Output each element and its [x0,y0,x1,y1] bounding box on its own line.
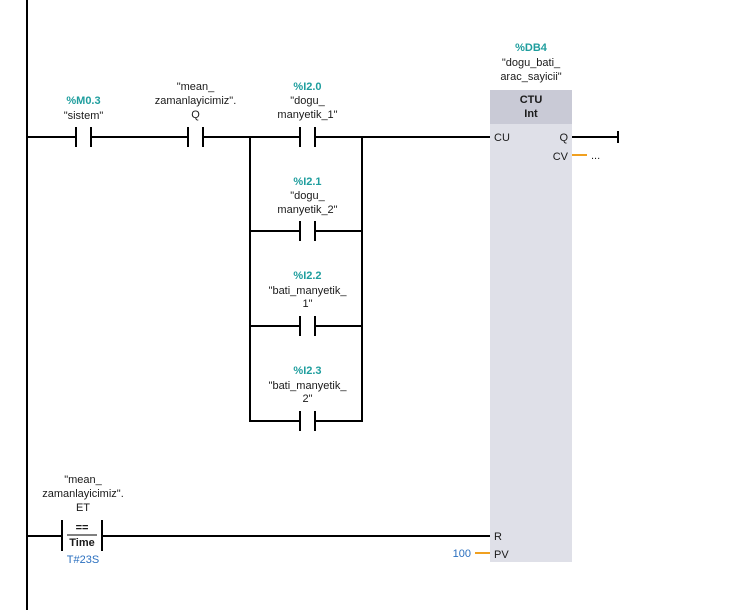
contact-sistem-tag: "sistem" [64,110,104,122]
ctu-pin-r: R [494,531,502,543]
contact-dogu-manyetik-1-tag-line1: "dogu_ [290,95,325,107]
contact-dogu-manyetik-1-address: %I2.0 [293,81,321,93]
ctu-block-type: Int [524,108,538,120]
comparator-contact[interactable] [61,520,103,551]
contact-timer-q[interactable] [187,127,204,147]
ctu-pin-q: Q [559,132,568,144]
contact-dogu-manyetik-2-tag-line1: "dogu_ [290,190,325,202]
contact-dogu-manyetik-2-address: %I2.1 [293,176,321,188]
contact-bati-manyetik-2-address: %I2.3 [293,365,321,377]
contact-bati-manyetik-1-tag-line2: 1" [302,298,312,310]
ctu-pin-pv: PV [494,549,509,561]
ctu-cv-value[interactable]: ... [591,150,600,162]
counter-db-address: %DB4 [515,42,548,54]
contact-bati-manyetik-1-address: %I2.2 [293,270,321,282]
contact-bati-manyetik-2-tag-line2: 2" [302,393,312,405]
contact-dogu-manyetik-1[interactable] [299,127,316,147]
ctu-pv-value[interactable]: 100 [453,548,471,560]
contact-bati-manyetik-2-tag-line1: "bati_manyetik_ [269,380,348,392]
contact-sistem[interactable] [75,127,92,147]
contact-dogu-manyetik-2[interactable] [299,221,316,241]
contact-dogu-manyetik-2-tag-line2: manyetik_2" [277,204,337,216]
contact-timer-q-tag-line1: "mean_ [177,81,215,93]
comparator-tag-line1: "mean_ [64,474,102,486]
comparator-tag-line3: ET [76,502,90,514]
ctu-block[interactable] [490,90,572,562]
contact-timer-q-tag-line2: zamanlayicimiz". [155,95,237,107]
ctu-block-title: CTU [520,94,543,106]
contact-bati-manyetik-1[interactable] [299,316,316,336]
comparator-type: Time [69,537,94,549]
counter-db-name-line1: "dogu_bati_ [502,57,561,69]
contact-dogu-manyetik-1-tag-line2: manyetik_1" [277,109,337,121]
contact-timer-q-tag-line3: Q [191,109,200,121]
contact-bati-manyetik-2[interactable] [299,411,316,431]
counter-db-name-line2: arac_sayicii" [500,71,561,83]
contact-bati-manyetik-1-tag-line1: "bati_manyetik_ [269,285,348,297]
comparator-operator: == [76,522,89,534]
comparator-value: T#23S [67,554,99,566]
comparator-tag-line2: zamanlayicimiz". [42,488,124,500]
ctu-pin-cv: CV [553,151,569,163]
ctu-pin-cu: CU [494,132,510,144]
rung-wires [27,131,619,537]
contact-sistem-address: %M0.3 [66,95,100,107]
